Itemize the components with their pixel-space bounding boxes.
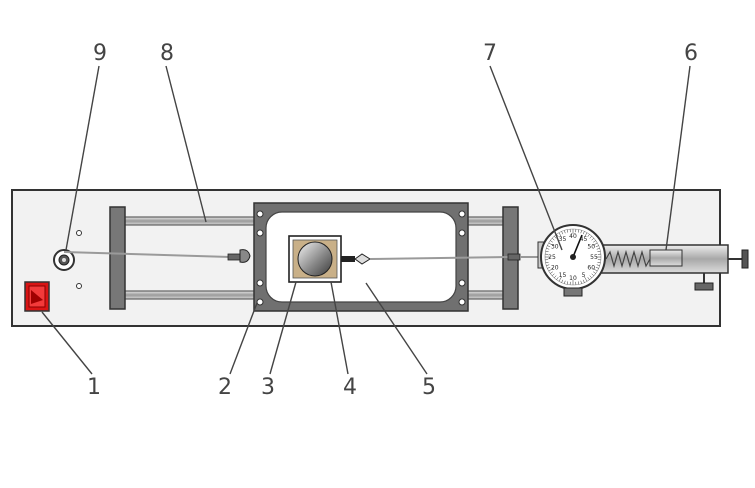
- dial-tick: [589, 236, 592, 239]
- dial-tick: [597, 250, 601, 253]
- winding-pulley: [53, 249, 75, 271]
- dial-tick: [545, 250, 549, 253]
- dial-tick: [584, 232, 588, 238]
- dial-tick: [597, 261, 601, 264]
- test-weight: [297, 241, 333, 277]
- dial-number: 45: [580, 236, 588, 243]
- dial-tick: [547, 245, 551, 248]
- dial-tick: [582, 279, 585, 283]
- callout-5: 5: [422, 375, 436, 400]
- callout-8: 8: [160, 41, 174, 66]
- screw-hole: [76, 230, 82, 236]
- left-rail-stop: [109, 206, 126, 310]
- dial-number: 35: [559, 236, 567, 243]
- dial-needle: [572, 234, 583, 258]
- dial-number: 30: [551, 244, 559, 251]
- dial-number: 10: [569, 275, 577, 282]
- dial-tick: [596, 264, 600, 266]
- callout-4: 4: [343, 375, 357, 400]
- dial-tick: [564, 230, 566, 234]
- dial-tick: [561, 279, 564, 283]
- dial-tick: [558, 276, 562, 282]
- dial-tick: [561, 231, 564, 235]
- dial-tick: [554, 236, 557, 239]
- dial-tick: [546, 264, 550, 266]
- dial-tick: [593, 271, 596, 274]
- spring-mechanism: [597, 244, 749, 291]
- dial-tick: [558, 232, 562, 238]
- dial-tick: [580, 230, 582, 234]
- callout-6: 6: [684, 41, 698, 66]
- dial-tick: [577, 229, 580, 233]
- leader-lines: [41, 65, 691, 375]
- dial-number: 40: [569, 233, 577, 240]
- dial-tick: [556, 277, 559, 280]
- dial-tick: [566, 281, 569, 285]
- dial-tick: [550, 271, 553, 274]
- dial-tick: [556, 234, 559, 237]
- dial-tick: [587, 234, 590, 237]
- dial-tick: [545, 261, 549, 264]
- dial-tick: [587, 277, 590, 280]
- dial-tick: [595, 266, 599, 269]
- callout-1: 1: [87, 375, 101, 400]
- pull-cord: [63, 251, 231, 258]
- dial-number: 50: [587, 244, 595, 251]
- dial-tick: [580, 280, 582, 284]
- dial-pivot: [570, 254, 576, 260]
- callout-9: 9: [93, 41, 107, 66]
- dial-ticks: [545, 229, 601, 285]
- dial-tick: [564, 280, 566, 284]
- dial-number: 55: [590, 254, 598, 261]
- dial-tick: [589, 275, 592, 278]
- dial-tick: [582, 231, 585, 235]
- dial-tick: [596, 248, 600, 250]
- dial-tick: [554, 275, 557, 278]
- dial-number: 15: [559, 272, 567, 279]
- screw-hole: [76, 283, 82, 289]
- dial-tick: [591, 238, 594, 241]
- dial-tick: [584, 276, 588, 282]
- dial-tick: [593, 240, 596, 243]
- callout-3: 3: [261, 375, 275, 400]
- dial-tick: [591, 273, 594, 276]
- dial-number: 25: [548, 254, 556, 261]
- sled-hook: [227, 249, 251, 263]
- dial-tick: [550, 240, 553, 243]
- dial-tick: [552, 238, 555, 241]
- dial-tick: [547, 266, 551, 269]
- dial-number: 5: [582, 272, 586, 279]
- dial-tick: [592, 242, 598, 246]
- dial-tick: [552, 273, 555, 276]
- power-switch: [24, 281, 50, 312]
- dial-tick: [566, 229, 569, 233]
- dial-tick: [595, 245, 599, 248]
- dial-tick: [548, 268, 554, 272]
- dial-tick: [577, 281, 580, 285]
- dial-number: 20: [551, 265, 559, 272]
- dial-knob: [563, 287, 583, 297]
- dial-number: 60: [587, 265, 595, 272]
- callout-7: 7: [483, 41, 497, 66]
- dial-tick: [592, 268, 598, 272]
- callout-2: 2: [218, 375, 232, 400]
- dial-tick: [546, 248, 550, 250]
- dial-tick: [548, 242, 554, 246]
